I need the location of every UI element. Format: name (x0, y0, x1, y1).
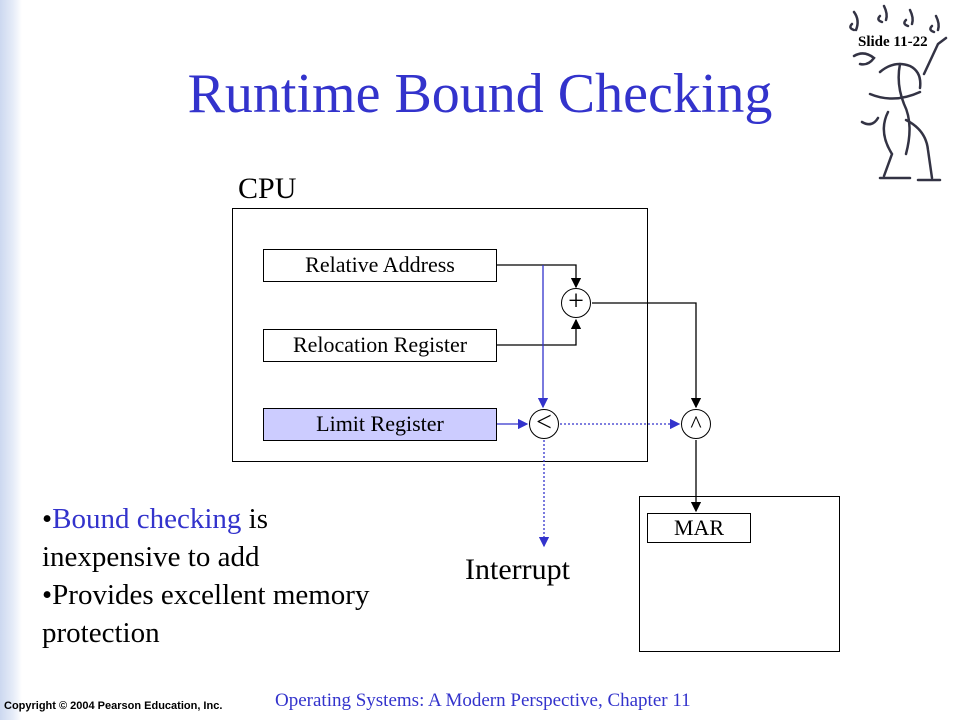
bullet-2-text: Provides excellent memory protection (42, 579, 370, 649)
bullet-1-highlight: Bound checking (52, 503, 242, 535)
bullet-list: •Bound checking is inexpensive to add •P… (42, 500, 412, 652)
mar-box: MAR (647, 513, 751, 543)
memory-box (639, 496, 840, 652)
bullet-item-2: •Provides excellent memory protection (42, 579, 370, 649)
musician-logo-icon (849, 4, 948, 182)
slide-title: Runtime Bound Checking (187, 63, 773, 125)
adder-node: + (561, 288, 591, 318)
compare-node: < (529, 409, 559, 439)
and-node: ^ (681, 409, 711, 439)
slide-number: Slide 11-22 (858, 34, 928, 50)
cpu-label: CPU (238, 172, 297, 205)
side-bar-decoration (0, 0, 22, 720)
limit-register-box: Limit Register (263, 408, 497, 441)
bullet-item-1: •Bound checking is inexpensive to add (42, 503, 269, 573)
copyright-text: Copyright © 2004 Pearson Education, Inc. (4, 700, 223, 712)
relocation-register-box: Relocation Register (263, 329, 497, 362)
footer-book-title: Operating Systems: A Modern Perspective,… (275, 690, 691, 711)
interrupt-label: Interrupt (465, 553, 570, 586)
bullet-1-text: is inexpensive to add (42, 503, 269, 573)
relative-address-box: Relative Address (263, 249, 497, 282)
